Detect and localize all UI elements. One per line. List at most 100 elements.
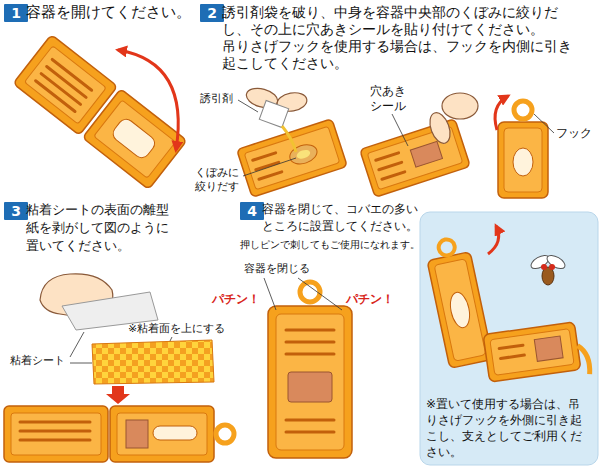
container-inner	[504, 128, 542, 192]
leader-line	[298, 278, 342, 310]
vent-slot	[499, 345, 523, 348]
perforated-seal	[126, 420, 148, 448]
part-label: くぼみに絞りだす	[195, 166, 241, 194]
step-heading: 容器を開けてください。	[26, 3, 202, 22]
container-inner	[434, 259, 486, 362]
container-closed	[498, 122, 548, 198]
leader-line	[534, 114, 554, 133]
note-panel: ※置いて使用する場合は、吊りさげフックを外側に引き起こし、支えとしてご利用くださ…	[420, 212, 598, 465]
hanging-hook	[216, 425, 234, 443]
step-number: 1	[4, 4, 28, 22]
vent-slot	[379, 162, 402, 169]
container-inner	[11, 413, 101, 455]
hook-arrow	[495, 96, 508, 130]
leader-line	[264, 278, 276, 310]
step-instruction: 粘着シートの表面の離型紙を剥がして図のように置いてください。	[26, 201, 176, 255]
attractant-flow	[282, 126, 296, 152]
vent-slot	[382, 172, 405, 179]
vent-slot	[259, 172, 282, 179]
fly-eye	[549, 264, 555, 270]
center-opening	[513, 148, 533, 176]
sound-effect: パチン！	[212, 292, 260, 307]
step-number-box: 4容器を閉じて、コバエの多いところに設置してください。押しピンで刺してもご使用に…	[240, 202, 264, 220]
part-label: フック	[556, 126, 592, 141]
attractant-bag	[259, 100, 288, 127]
step-number: 2	[200, 4, 224, 22]
step-instruction: 容器を開けてください。	[26, 3, 202, 22]
step-instruction: 容器を閉じて、コバエの多いところに設置してください。押しピンで刺してもご使用にな…	[262, 201, 420, 251]
container-closed	[483, 322, 581, 382]
container-base	[82, 89, 186, 190]
usage-panel	[420, 212, 598, 465]
vent-slot	[20, 421, 90, 424]
step-heading: 誘引剤袋を破り、中身を容器中央部のくぼみに絞りだし、その上に穴あきシールを貼り付…	[222, 4, 574, 38]
vent-slot	[20, 439, 90, 442]
hanging-container	[424, 235, 493, 368]
perforated-seal	[534, 336, 563, 361]
leader-line	[392, 114, 408, 146]
container-lid	[4, 406, 108, 462]
hand	[442, 93, 478, 119]
vent-slot	[36, 81, 75, 112]
fly-eye	[541, 264, 547, 270]
step-instruction: 誘引剤袋を破り、中身を容器中央部のくぼみに絞りだし、その上に穴あきシールを貼り付…	[222, 4, 574, 72]
step-note: 吊りさげフックを使用する場合は、フックを内側に引き起こしてください。	[222, 38, 574, 72]
part-label: 穴あきシール	[370, 84, 408, 114]
part-label: 容器を閉じる	[244, 262, 310, 276]
step-heading: 粘着シートの表面の離型紙を剥がして図のように置いてください。	[26, 201, 176, 255]
note-text: ※置いて使用する場合は、吊りさげフックを外側に引き起こし、支えとしてご利用くださ…	[426, 396, 592, 460]
step-number: 4	[240, 202, 264, 220]
step-number-box: 1容器を開けてください。	[4, 4, 28, 22]
container-inner	[244, 126, 339, 189]
vent-slot	[20, 430, 90, 433]
leader-line	[70, 332, 84, 357]
leader-line	[70, 363, 92, 364]
open-container	[4, 406, 234, 462]
vent-slot	[286, 329, 334, 332]
vent-slot	[286, 431, 334, 434]
step-number-box: 3粘着シートの表面の離型紙を剥がして図のように置いてください。	[4, 202, 28, 220]
vent-slot	[501, 355, 525, 358]
hanging-hook	[514, 101, 532, 119]
container-inner	[94, 100, 176, 178]
vent-slot	[256, 162, 279, 169]
hook-arrow	[488, 226, 499, 254]
standing-container	[483, 321, 591, 389]
hook-support	[578, 344, 591, 375]
part-label: 粘着シート	[10, 354, 65, 368]
attractant-drop	[296, 148, 312, 160]
container-base	[110, 406, 214, 462]
center-opening	[447, 291, 472, 330]
hanging-hook	[437, 238, 456, 257]
container-half	[360, 119, 471, 197]
vent-slot	[286, 353, 334, 356]
vent-slot	[253, 153, 276, 160]
center-opening	[153, 426, 197, 440]
container-inner	[24, 46, 106, 124]
step-number-box: 2誘引剤袋を破り、中身を容器中央部のくぼみに絞りだし、その上に穴あきシールを貼り…	[200, 4, 224, 22]
open-arrow	[118, 50, 178, 150]
container-inner	[490, 329, 574, 376]
container-closed	[268, 306, 352, 458]
vent-slot	[376, 153, 399, 160]
fruit-fly	[529, 253, 567, 285]
container-base	[360, 119, 471, 197]
container-base	[237, 119, 348, 197]
center-opening	[110, 116, 158, 161]
step-heading: 容器を閉じて、コバエの多いところに設置してください。	[262, 201, 420, 235]
step-note: 押しピンで刺してもご使用になれます。	[240, 238, 420, 251]
part-label: ※粘着面を上にする	[128, 322, 225, 336]
container-closed	[427, 252, 493, 369]
leader-line	[243, 158, 296, 176]
sticky-sheet	[92, 340, 214, 384]
part-label: 誘引剤	[200, 92, 233, 106]
perforated-seal	[410, 141, 442, 167]
container-inner	[276, 314, 344, 450]
leader-line	[238, 100, 258, 112]
step-number: 3	[4, 202, 28, 220]
perforated-seal	[288, 372, 332, 402]
sound-effect: パチン！	[346, 292, 394, 307]
open-container	[13, 35, 187, 190]
container-inner	[117, 413, 207, 455]
